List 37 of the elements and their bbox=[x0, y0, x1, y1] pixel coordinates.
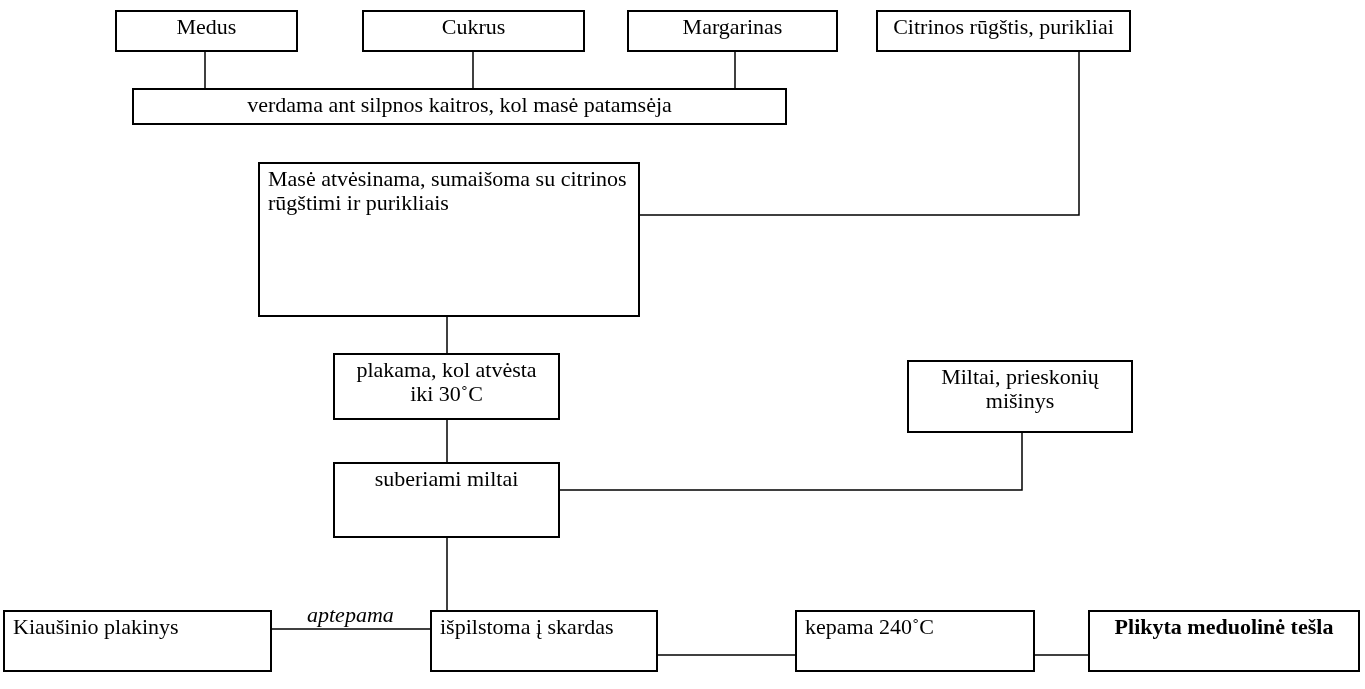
process-box bbox=[333, 353, 560, 420]
box-text: išpilstoma į skardas bbox=[440, 615, 615, 639]
connector-line bbox=[734, 51, 736, 89]
process-box bbox=[362, 10, 585, 52]
box-text: Margarinas bbox=[681, 15, 784, 39]
box-text: kepama 240˚C bbox=[805, 615, 935, 639]
connector-line bbox=[559, 432, 1023, 491]
process-box bbox=[333, 462, 560, 538]
process-box bbox=[115, 10, 298, 52]
connector-line bbox=[446, 316, 448, 354]
box-text: Cukrus bbox=[440, 15, 507, 39]
box-text: verdama ant silpnos kaitros, kol masė patamsėja bbox=[246, 93, 673, 117]
box-text: Medus bbox=[175, 15, 238, 39]
process-box bbox=[876, 10, 1131, 52]
connector-line bbox=[1034, 654, 1089, 656]
connector-line bbox=[472, 51, 474, 89]
connector-line bbox=[446, 537, 448, 611]
connector-line bbox=[657, 654, 796, 656]
box-text: Miltai, prieskonių mišinys bbox=[940, 365, 1100, 413]
box-text: Plikyta meduolinė tešla bbox=[1113, 615, 1335, 639]
connector-line bbox=[204, 51, 206, 89]
process-box bbox=[1088, 610, 1360, 672]
process-box bbox=[258, 162, 640, 317]
box-text: Citrinos rūgštis, purikliai bbox=[892, 15, 1115, 39]
process-box bbox=[627, 10, 838, 52]
connector-line bbox=[271, 628, 431, 630]
process-box bbox=[3, 610, 272, 672]
box-text: Kiaušinio plakinys bbox=[13, 615, 180, 639]
process-box bbox=[132, 88, 787, 125]
connector-line bbox=[639, 51, 1080, 216]
process-box bbox=[795, 610, 1035, 672]
connector-line bbox=[446, 419, 448, 463]
process-box bbox=[907, 360, 1133, 433]
process-box bbox=[430, 610, 658, 672]
box-text: Masė atvėsinama, sumaišoma su citrinos rūgštimi ir purikliais bbox=[268, 167, 628, 215]
box-text: suberiami miltai bbox=[373, 467, 520, 491]
box-text: plakama, kol atvėsta iki 30˚C bbox=[355, 358, 538, 406]
